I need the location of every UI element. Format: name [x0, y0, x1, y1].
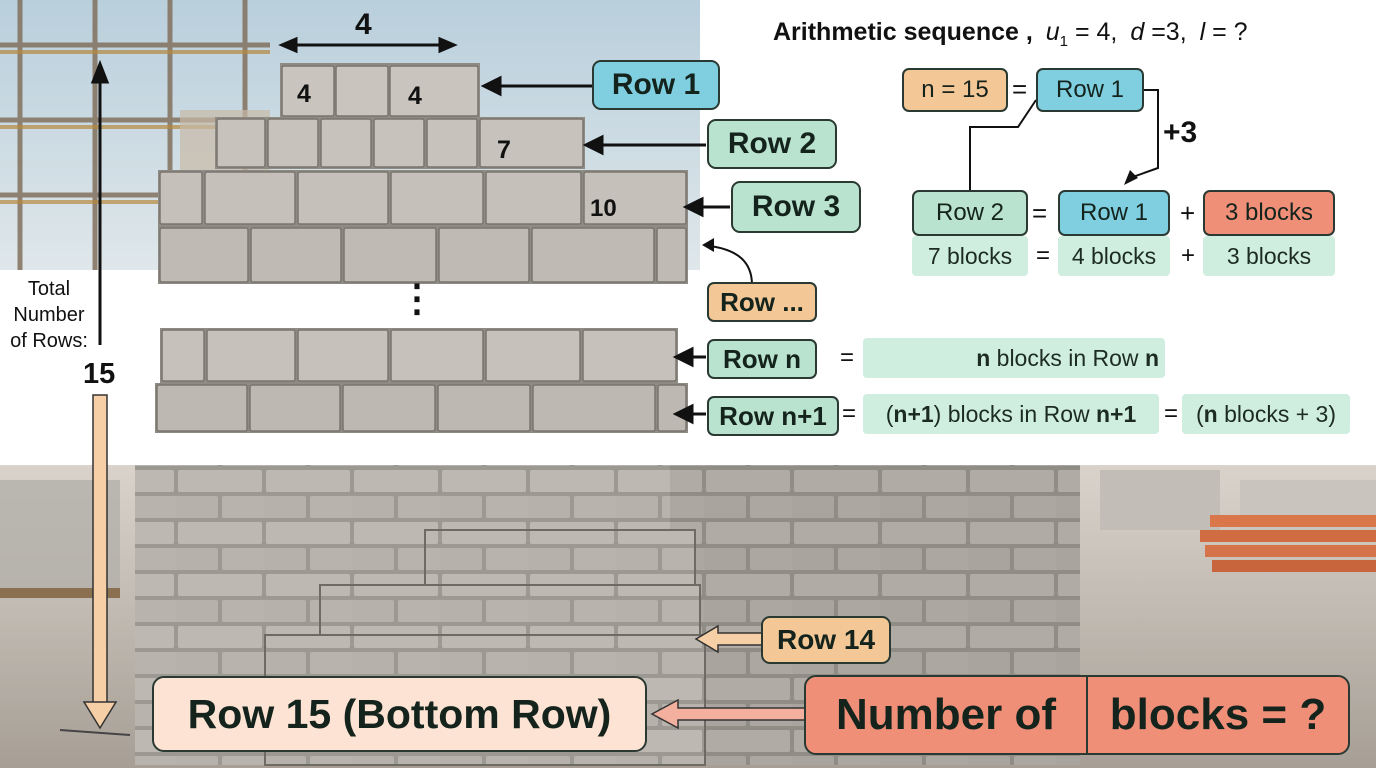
row1-label: Row 1: [592, 60, 720, 110]
rule-rhs: (n blocks + 3): [1182, 394, 1350, 434]
rule-equals-2: =: [842, 400, 857, 427]
row-n-label: Row n: [707, 339, 817, 379]
row2-label: Row 2: [707, 119, 837, 169]
row2-block-count: 7: [497, 136, 511, 164]
rule-rhs-open: (: [1196, 400, 1204, 427]
l-variable: l: [1199, 18, 1206, 46]
formula-equals-2: =: [1032, 198, 1048, 228]
row1-block-count-b: 4: [408, 82, 422, 110]
row-n1-rule: (n+1) blocks in Row n+1: [863, 394, 1159, 434]
d-variable: d: [1130, 18, 1145, 46]
u-variable: u: [1045, 18, 1060, 46]
total-rows-label: Total Number of Rows:: [6, 276, 92, 354]
rule-equals-1: =: [840, 344, 855, 371]
rule-n-bold: n: [976, 344, 991, 371]
formula-7blocks: 7 blocks: [912, 236, 1028, 276]
rule-rhs-rest: blocks + 3): [1217, 400, 1336, 427]
number-of-blocks-question: Number of blocks = ?: [804, 675, 1350, 755]
row-n-rule: n blocks in Row n: [863, 338, 1165, 378]
rule-n1-post: n+1: [1096, 400, 1137, 427]
row3-label: Row 3: [731, 181, 861, 233]
plus-three-label: +3: [1163, 116, 1198, 149]
ellipsis: ⋮: [398, 278, 436, 320]
row14-label: Row 14: [761, 616, 891, 664]
formula-row2-box: Row 2: [912, 190, 1028, 236]
l-value: = ?: [1212, 18, 1248, 46]
u-subscript: 1: [1059, 33, 1069, 50]
sequence-title: Arithmetic sequence , u1 = 4, d =3, l = …: [773, 18, 1248, 50]
top-width-label: 4: [355, 8, 372, 41]
rule-n1-bold: n+1: [893, 400, 934, 427]
total-rows-value: 15: [83, 358, 116, 390]
question-right: blocks = ?: [1109, 690, 1327, 739]
formula-row1-box: Row 1: [1036, 68, 1144, 112]
formula-4blocks: 4 blocks: [1058, 236, 1170, 276]
row15-label: Row 15 (Bottom Row): [152, 676, 647, 752]
d-value: =3,: [1151, 18, 1187, 46]
formula-plus-1: +: [1180, 198, 1196, 228]
n-equals-box: n = 15: [902, 68, 1008, 112]
rule-n1-mid: ) blocks in Row: [933, 400, 1096, 427]
rule-n1-open: (: [885, 400, 894, 427]
rule-n-mid: blocks in Row: [990, 344, 1145, 371]
formula-equals-3: =: [1036, 242, 1051, 269]
rule-rhs-bold: n: [1203, 400, 1218, 427]
question-left: Number of: [806, 677, 1088, 753]
row3-block-count: 10: [590, 195, 617, 222]
row-n1-label: Row n+1: [707, 396, 839, 436]
title-prefix: Arithmetic sequence ,: [773, 18, 1033, 46]
formula-3blocks-box: 3 blocks: [1203, 190, 1335, 236]
rule-n-post: n: [1144, 344, 1159, 371]
u-value: = 4,: [1074, 18, 1118, 46]
formula-3blocks-b: 3 blocks: [1203, 236, 1335, 276]
formula-row1b-box: Row 1: [1058, 190, 1170, 236]
rule-equals-3: =: [1164, 400, 1179, 427]
row-dots-label: Row ...: [707, 282, 817, 322]
formula-plus-2: +: [1181, 242, 1196, 269]
row1-block-count-a: 4: [297, 80, 311, 108]
formula-equals-1: =: [1012, 74, 1028, 104]
